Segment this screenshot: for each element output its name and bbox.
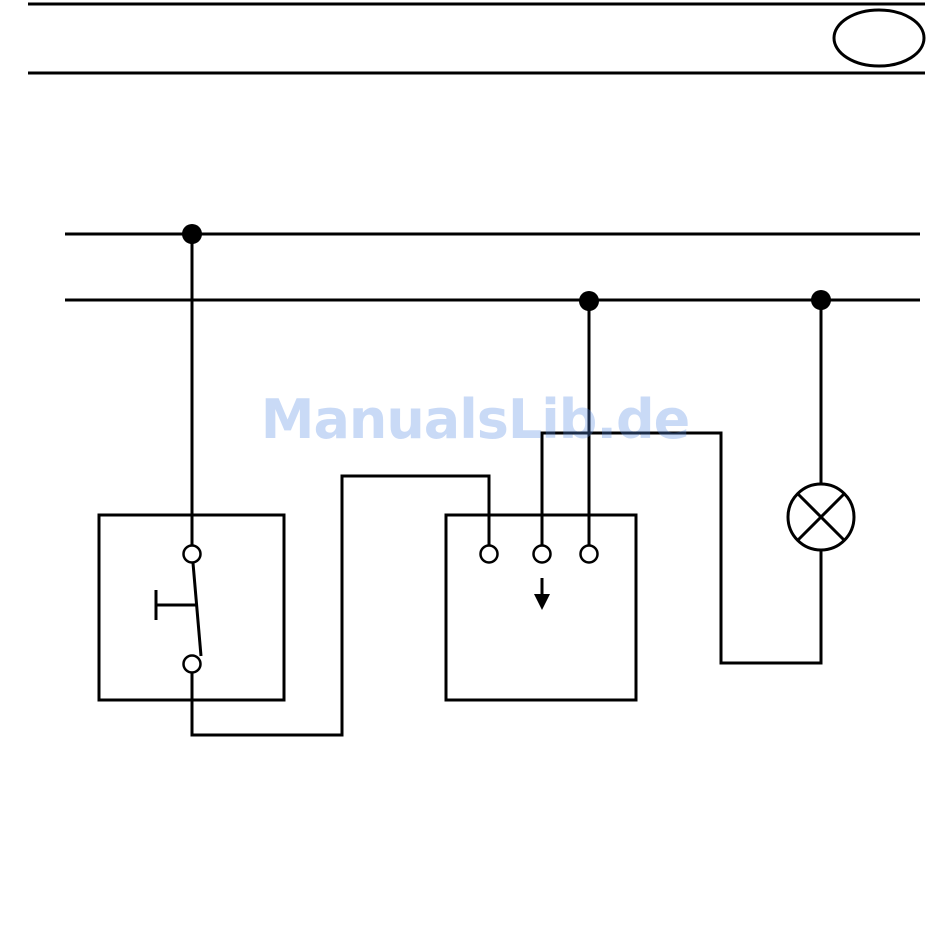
relay-terminal-1 — [481, 546, 498, 563]
junction-dot-upper — [182, 224, 202, 244]
junction-dot-relay — [579, 291, 599, 311]
lamp-cross-icon — [788, 484, 854, 550]
pushbutton-terminal-top — [184, 546, 201, 563]
header-badge-oval — [834, 10, 924, 66]
relay-terminal-2 — [534, 546, 551, 563]
pushbutton-contact — [193, 563, 201, 656]
relay-terminal-3 — [581, 546, 598, 563]
junction-dot-lamp — [811, 290, 831, 310]
pushbutton-terminal-bottom — [184, 656, 201, 673]
down-arrow-icon — [534, 578, 550, 610]
